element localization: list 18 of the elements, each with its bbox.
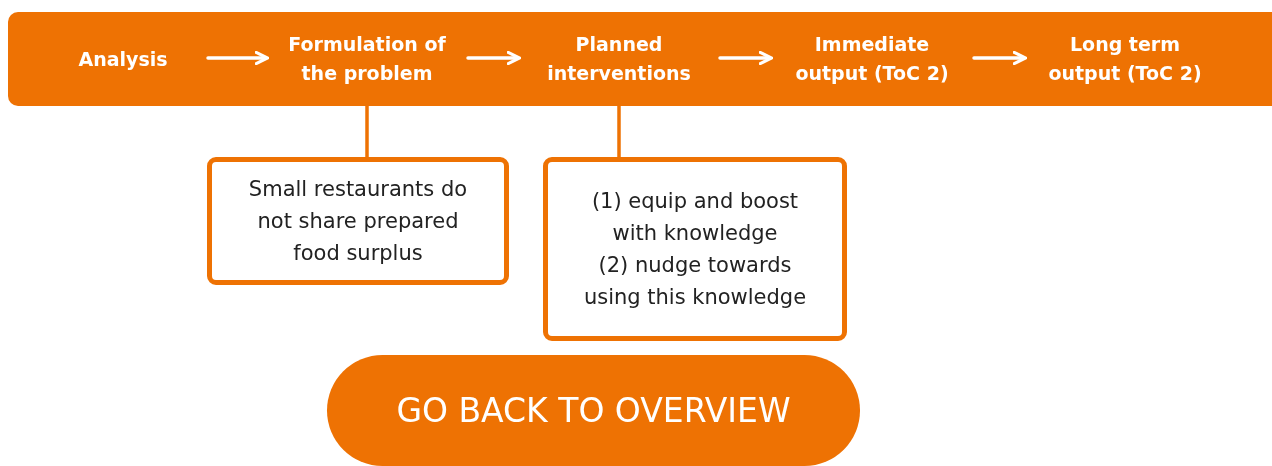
step-label: Long term output (ToC 2) xyxy=(1047,32,1203,86)
connector-line xyxy=(365,104,369,159)
note-text: (2) nudge towards using this knowledge xyxy=(582,252,808,311)
step-label: Immediate output (ToC 2) xyxy=(794,32,950,86)
overview-button: GO BACK TO OVERVIEW xyxy=(327,355,860,466)
note-card xyxy=(207,157,509,285)
arrow xyxy=(466,50,521,66)
arrow xyxy=(718,50,773,66)
header-bar xyxy=(8,12,1272,106)
step-label: Formulation of the problem xyxy=(287,32,447,86)
note-text: Small restaurants do not share prepared food surplus xyxy=(247,176,469,267)
step-label: Analysis xyxy=(78,46,168,72)
arrow xyxy=(972,50,1027,66)
connector-line xyxy=(617,104,621,159)
arrow xyxy=(206,50,269,66)
note-card xyxy=(543,157,847,341)
step-label: Planned interventions xyxy=(546,32,692,86)
note-text: (1) equip and boost with knowledge xyxy=(590,188,800,247)
